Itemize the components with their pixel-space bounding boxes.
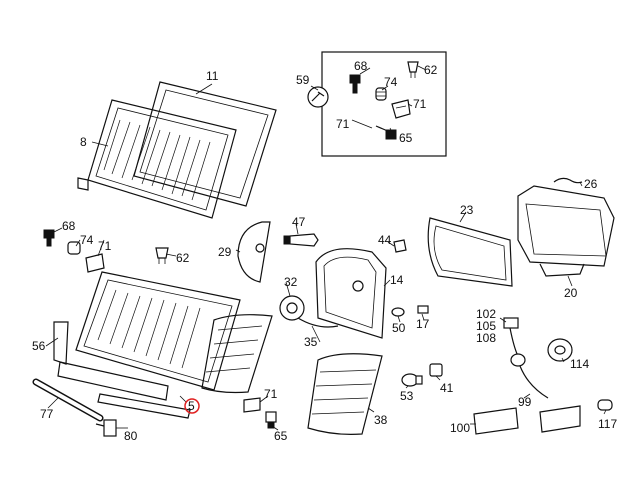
callout-29[interactable]: 29 [218,245,232,259]
part-62-clip[interactable] [155,247,169,264]
callout-44[interactable]: 44 [378,233,392,247]
callout-68[interactable]: 68 [62,219,76,233]
callout-77[interactable]: 77 [40,407,54,421]
callout-5[interactable]: 5 [188,399,195,413]
part-62-clip-kit[interactable] [407,61,419,78]
callout-74[interactable]: 74 [80,233,94,247]
part-47-bulb[interactable] [283,233,319,247]
part-102-socket[interactable] [503,317,519,357]
leader-lines [45,65,607,431]
part-26-wire[interactable] [553,177,583,184]
callout-117[interactable]: 117 [598,417,617,431]
callout-35[interactable]: 35 [304,335,318,349]
part-59-kit-icon[interactable] [307,86,329,108]
part-5-headlamp-housing[interactable] [75,271,273,394]
part-74-nut-kit[interactable] [375,87,387,101]
callout-100[interactable]: 100 [450,421,470,435]
callout-labels: 8 11 59 68 74 62 71 71 65 68 74 71 62 29… [32,59,617,443]
callout-80[interactable]: 80 [124,429,138,443]
highlight-ring [184,398,200,414]
part-71-clip-kit[interactable] [391,99,411,119]
part-5-trim-strip [57,361,191,419]
part-80-clip[interactable] [95,419,117,437]
part-38-turn-signal-lens[interactable] [307,353,383,435]
part-56-bracket[interactable] [53,321,69,365]
callout-114[interactable]: 114 [570,357,589,371]
part-20-fog-lamp[interactable] [517,185,615,277]
callout-62-kit[interactable]: 62 [424,63,438,77]
part-14-reflector[interactable] [315,248,387,339]
part-53-bulb[interactable] [401,373,423,387]
callout-38[interactable]: 38 [374,413,388,427]
part-8-headlamp-lens[interactable] [77,99,237,219]
callout-23[interactable]: 23 [460,203,474,217]
part-41-socket[interactable] [429,363,443,377]
part-117-bulb[interactable] [597,399,613,411]
part-77-rod[interactable] [32,378,104,422]
callout-65-kit[interactable]: 65 [399,131,413,145]
callout-32[interactable]: 32 [284,275,298,289]
callout-71-kit-left[interactable]: 71 [336,117,350,131]
part-71-clip[interactable] [85,253,105,273]
part-65-screw-kit[interactable] [375,125,397,140]
part-68-screw[interactable] [43,229,55,247]
callout-108[interactable]: 108 [476,331,496,345]
callout-20[interactable]: 20 [564,286,578,300]
part-99-wire[interactable] [510,353,549,399]
part-44-bulb[interactable] [393,239,407,253]
part-99-side-marker[interactable] [539,405,581,433]
part-74-nut[interactable] [67,241,81,255]
part-68-screw-kit[interactable] [349,74,361,94]
part-65-screw-lower[interactable] [265,411,277,429]
part-71-clip-lower[interactable] [243,397,261,413]
part-100-side-marker[interactable] [473,407,519,435]
callout-71[interactable]: 71 [98,239,112,253]
part-50-bulb[interactable] [391,307,405,317]
callout-71-kit-right[interactable]: 71 [413,97,427,111]
callout-26[interactable]: 26 [584,177,598,191]
part-11-lens-seal[interactable] [133,81,277,207]
callout-11[interactable]: 11 [206,69,219,83]
callout-53[interactable]: 53 [400,389,414,403]
callout-59[interactable]: 59 [296,73,310,87]
callout-50[interactable]: 50 [392,321,406,335]
callout-105[interactable]: 105 [476,319,496,333]
callout-5-highlighted[interactable]: 5 [184,398,200,414]
part-35-wire[interactable] [297,317,339,328]
callout-17[interactable]: 17 [416,317,430,331]
callout-71-lower[interactable]: 71 [264,387,278,401]
callout-47[interactable]: 47 [292,215,306,229]
callout-74-kit[interactable]: 74 [384,75,398,89]
part-114-grommet[interactable] [547,338,573,362]
callout-8[interactable]: 8 [80,135,87,149]
callout-65[interactable]: 65 [274,429,288,443]
callout-14[interactable]: 14 [390,273,404,287]
part-23-seal[interactable] [427,217,513,287]
part-29-cover-cap[interactable] [237,221,271,283]
callout-68-kit[interactable]: 68 [354,59,368,73]
callout-102[interactable]: 102 [476,307,496,321]
part-17-bulb[interactable] [417,305,429,314]
callout-62[interactable]: 62 [176,251,190,265]
callout-41[interactable]: 41 [440,381,454,395]
callout-56[interactable]: 56 [32,339,46,353]
part-32-socket[interactable] [279,295,305,321]
callout-99[interactable]: 99 [518,395,532,409]
